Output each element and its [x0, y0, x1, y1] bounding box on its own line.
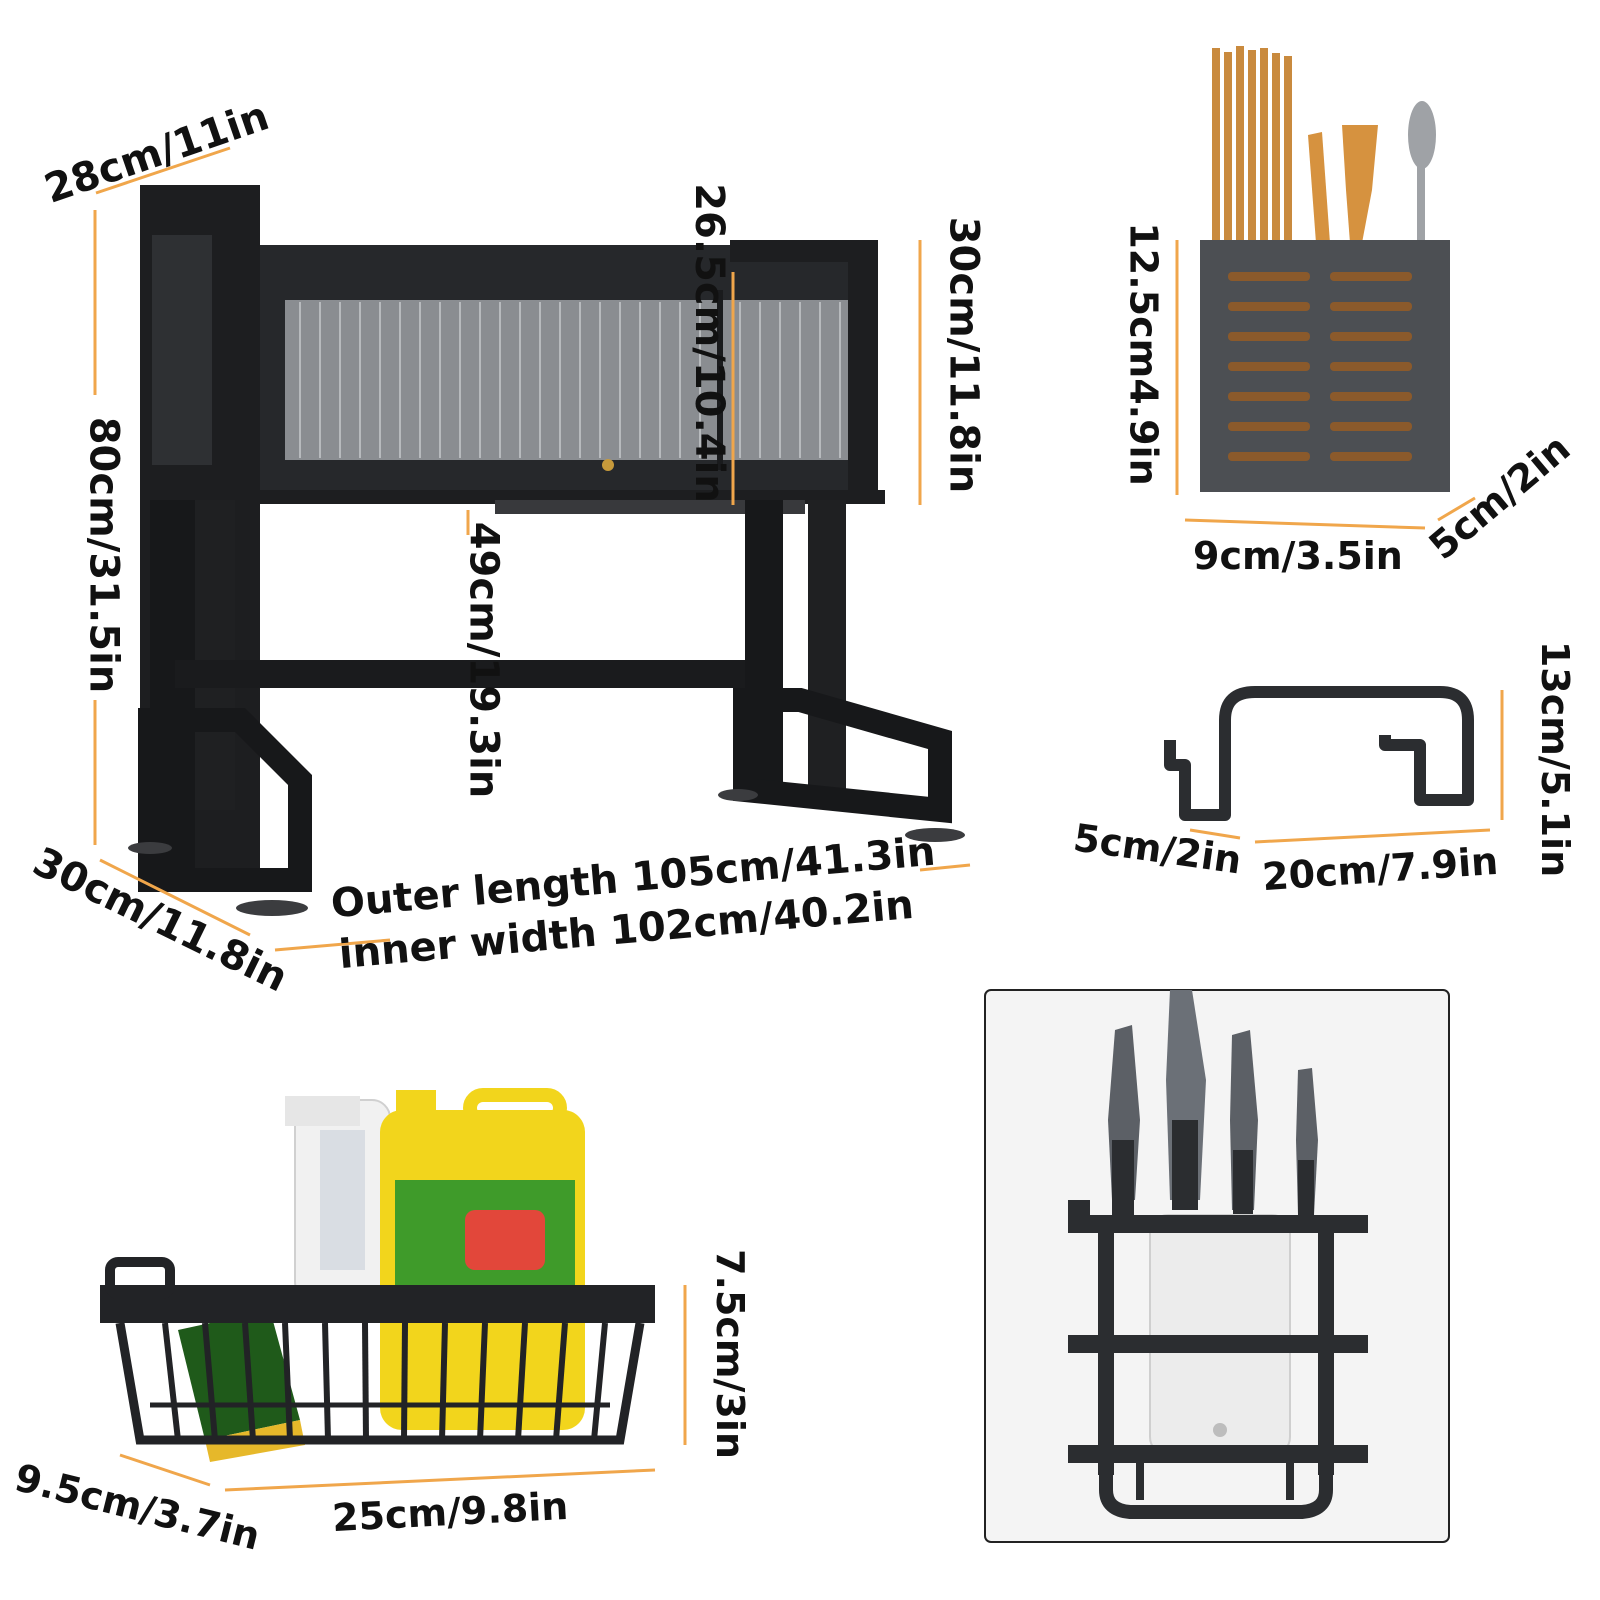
holder-dimension-lines — [1175, 240, 1476, 530]
rack-side-height-label: 30cm/11.8in — [940, 216, 987, 494]
holder-width-label: 9cm/3.5in — [1193, 534, 1403, 578]
rack-shelf-clearance-label: 49cm/19.3in — [460, 521, 507, 799]
ribbed-glass-panel — [285, 300, 850, 460]
hook-icon — [1164, 686, 1474, 821]
cabinet-dish-rack-icon — [128, 185, 965, 916]
basket-width-label: 25cm/9.8in — [331, 1483, 570, 1541]
hook-dimension-lines — [1189, 690, 1504, 844]
cabinet-knob — [602, 459, 614, 471]
basket-dimension-lines — [119, 1285, 687, 1492]
basket-height-label: 7.5cm/3in — [707, 1249, 752, 1459]
rack-total-height-label: 80cm/31.5in — [80, 416, 127, 694]
holder-height-label: 12.5cm4.9in — [1121, 222, 1166, 486]
rack-cabinet-height-label: 26.5cm/10.4in — [685, 183, 732, 503]
hook-height-label: 13cm/5.1in — [1533, 640, 1578, 878]
rack-dimension-lines — [93, 146, 971, 952]
basket-icon — [100, 1088, 655, 1462]
chopstick-holder-icon — [1200, 46, 1450, 492]
knife-holder-icon — [984, 989, 1450, 1543]
